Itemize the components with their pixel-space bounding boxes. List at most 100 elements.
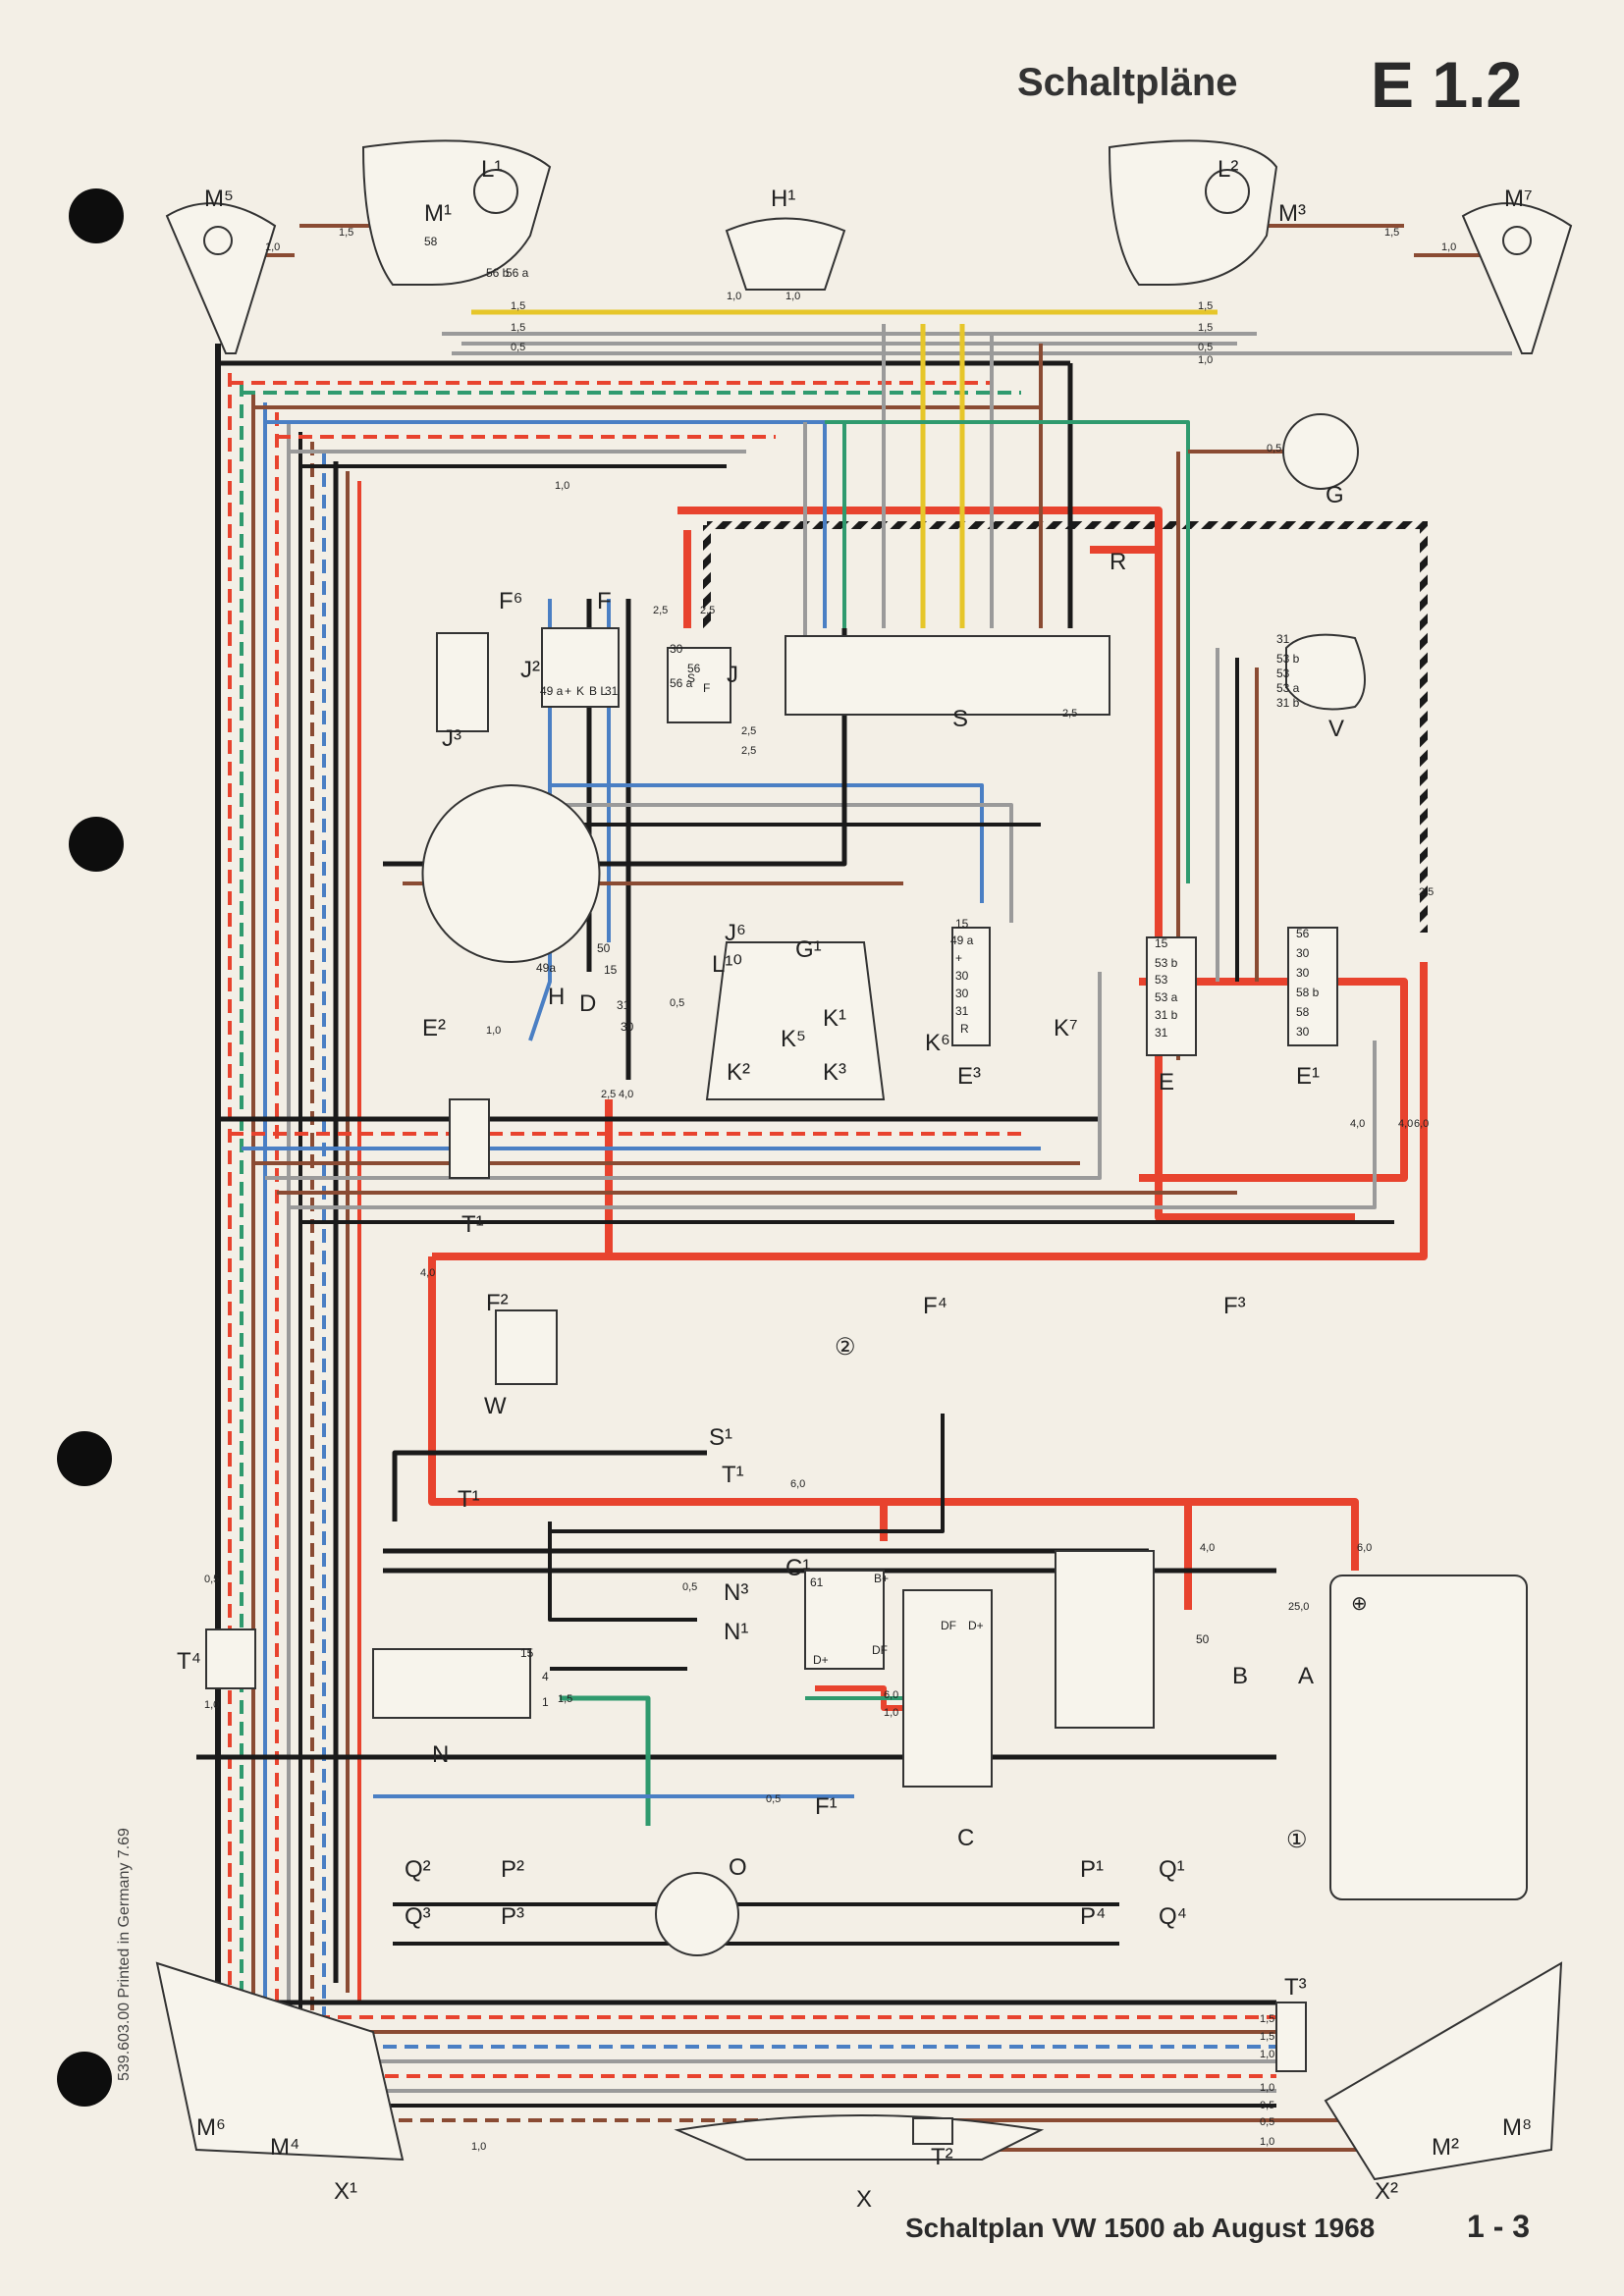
svg-text:1,5: 1,5 [1260, 2013, 1274, 2025]
svg-text:1,5: 1,5 [558, 1693, 572, 1705]
svg-text:1,5: 1,5 [1198, 300, 1213, 312]
svg-text:2,5: 2,5 [601, 1089, 616, 1100]
label-horn-button: D [579, 990, 596, 1017]
label-light-switch: E¹ [1296, 1063, 1320, 1090]
label-brake-switch: F⁶ [499, 588, 523, 614]
footer-title: Schaltplan VW 1500 ab August 1968 [905, 2213, 1376, 2243]
label-interior-light: W [484, 1393, 507, 1419]
binder-hole [57, 2052, 112, 2107]
svg-text:6,0: 6,0 [884, 1689, 898, 1701]
svg-text:6,0: 6,0 [790, 1478, 805, 1490]
svg-text:1,0: 1,0 [486, 1025, 501, 1037]
svg-text:61: 61 [810, 1575, 824, 1589]
svg-text:58: 58 [424, 235, 438, 248]
connector-t5-body [449, 1098, 490, 1179]
fuse-box-body [785, 635, 1110, 716]
headlight-right-housing [1108, 139, 1278, 286]
svg-text:1,0: 1,0 [1198, 354, 1213, 366]
light-switch-body [1287, 927, 1338, 1046]
svg-text:1,0: 1,0 [265, 241, 280, 253]
svg-text:0,5: 0,5 [670, 997, 684, 1009]
label-spark-plug-q2: Q² [405, 1856, 431, 1883]
binder-hole [69, 188, 124, 243]
svg-text:53 b: 53 b [1276, 652, 1300, 666]
svg-text:30: 30 [670, 642, 683, 656]
label-plug-connector-p3: P³ [501, 1903, 524, 1930]
svg-text:4,0: 4,0 [420, 1267, 435, 1279]
svg-text:1,5: 1,5 [1384, 227, 1399, 239]
wire-harness [196, 224, 1512, 2152]
label-wiper-switch: E [1159, 1069, 1174, 1095]
svg-text:56 a: 56 a [506, 266, 529, 280]
label-spark-plug-q4: Q⁴ [1159, 1903, 1187, 1930]
turn-signal-front-left-housing [165, 202, 277, 354]
label-ignition-switch: H [548, 984, 565, 1010]
svg-text:S: S [687, 671, 695, 685]
label-hazard-switch: E³ [957, 1063, 981, 1090]
wire-size-labels: 1,5 1,0 1,5 1,0 1,5 1,5 0,5 1,5 1,5 0,5 … [204, 227, 1456, 2153]
svg-text:0,5: 0,5 [1267, 443, 1281, 454]
svg-text:31 b: 31 b [1155, 1008, 1178, 1022]
svg-text:31: 31 [605, 684, 619, 698]
regulator-body [804, 1570, 885, 1670]
label-parking-left: M¹ [424, 200, 452, 227]
svg-text:25,0: 25,0 [1288, 1601, 1309, 1613]
rear-light-right-housing [1324, 1961, 1563, 2181]
connector-t3-body [1275, 2002, 1307, 2072]
svg-text:1,0: 1,0 [1441, 241, 1456, 253]
label-headlight-left: L¹ [481, 156, 502, 183]
svg-text:49 a: 49 a [950, 934, 974, 947]
dimmer-relay-body [667, 647, 731, 723]
label-connector-t1-upper: T¹ [461, 1211, 484, 1238]
rear-light-left-housing [155, 1961, 405, 2162]
wiper-switch-body [1146, 936, 1197, 1056]
print-note: 539.603.00 Printed in Germany 7.69 [116, 1828, 133, 2081]
label-dimmer-switch: E² [422, 1015, 446, 1041]
svg-text:2,5: 2,5 [1062, 708, 1077, 720]
connector-t2-body [912, 2117, 953, 2145]
label-connector-t3: T³ [1284, 1974, 1307, 2001]
svg-text:4,0: 4,0 [1398, 1118, 1413, 1130]
svg-text:1,0: 1,0 [204, 1699, 219, 1711]
ignition-switch-body [421, 784, 601, 963]
label-ground-1: ① [1286, 1827, 1308, 1853]
label-distributor: O [729, 1854, 747, 1881]
headlight-left-housing [361, 139, 552, 286]
svg-text:0,5: 0,5 [204, 1574, 219, 1585]
svg-text:1,0: 1,0 [1260, 2049, 1274, 2060]
svg-text:4,0: 4,0 [1350, 1118, 1365, 1130]
label-relay-j6: J⁶ [725, 920, 746, 946]
svg-text:30: 30 [1296, 946, 1310, 960]
svg-text:6,0: 6,0 [1357, 1542, 1372, 1554]
headlight-right-bulb-icon [1205, 169, 1250, 214]
component-labels: L¹ L² M⁵ M⁷ M¹ M³ H¹ G R V S J² J J³ F⁶ … [177, 156, 1533, 2213]
label-control-lamp-k3: K³ [823, 1059, 846, 1086]
svg-text:1,5: 1,5 [1260, 2031, 1274, 2043]
turn-signal-front-right-bulb-icon [1502, 226, 1532, 255]
svg-text:15: 15 [520, 1646, 534, 1660]
label-brake-light-left: M⁶ [196, 2114, 226, 2141]
svg-text:0,5: 0,5 [682, 1581, 697, 1593]
starter-body [1055, 1550, 1155, 1729]
svg-text:1,0: 1,0 [1260, 2082, 1274, 2094]
svg-text:1,5: 1,5 [511, 300, 525, 312]
label-turn-front-left: M⁵ [204, 186, 234, 212]
svg-text:56: 56 [687, 662, 701, 675]
svg-text:⊕: ⊕ [1351, 1593, 1368, 1615]
binder-hole [57, 1431, 112, 1486]
label-cut-off-valve: N³ [724, 1579, 748, 1606]
svg-text:0,5: 0,5 [1198, 342, 1213, 353]
svg-text:1,0: 1,0 [471, 2141, 486, 2153]
svg-text:15: 15 [1155, 936, 1168, 950]
page-header-code: E 1.2 [1371, 48, 1523, 121]
label-tail-light-left: M⁴ [270, 2134, 299, 2161]
svg-text:+: + [565, 684, 571, 698]
page-header-title: Schaltpläne [1017, 61, 1238, 104]
svg-text:15: 15 [955, 917, 969, 931]
label-flasher-relay: J² [520, 657, 540, 683]
label-control-lamp-k6: K⁶ [925, 1030, 950, 1056]
svg-text:4,0: 4,0 [619, 1089, 633, 1100]
label-reverse-left: X¹ [334, 2178, 357, 2205]
